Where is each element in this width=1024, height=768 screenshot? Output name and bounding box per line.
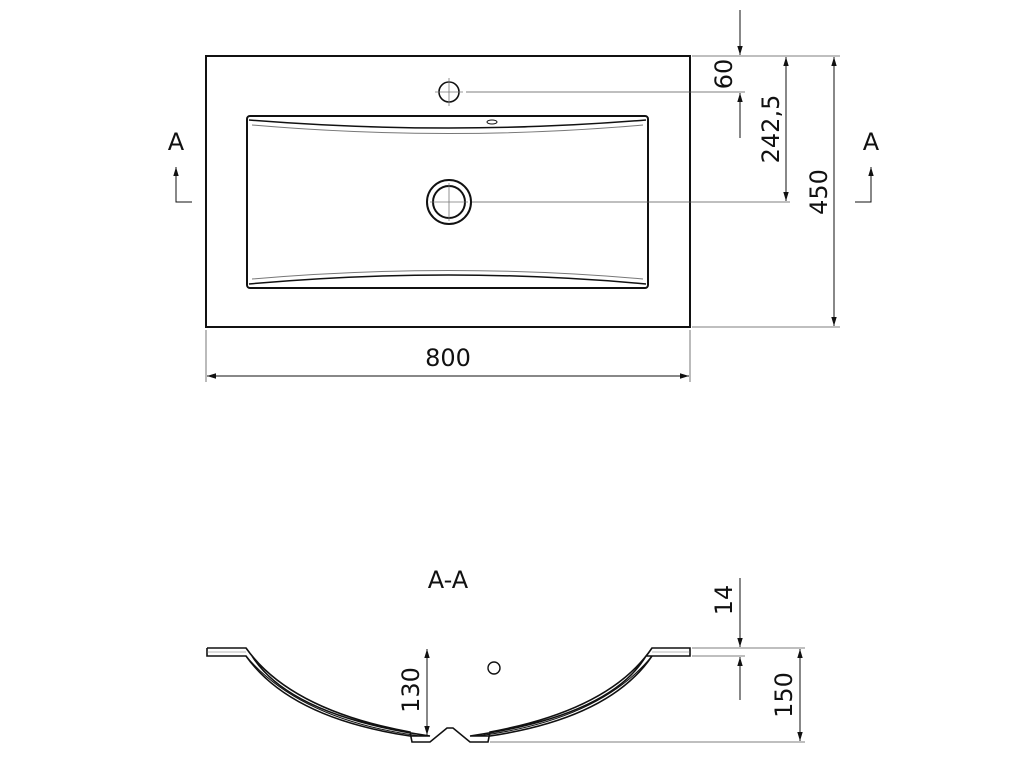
dim-depth-label: 450 — [805, 169, 833, 215]
section-profile — [206, 647, 691, 743]
bowl-curve-top — [248, 119, 647, 129]
dim-rim-label: 14 — [710, 585, 738, 616]
drain-outer — [426, 179, 472, 225]
dim-bowl-depth-label: 130 — [397, 667, 425, 713]
svg-text:A: A — [168, 128, 185, 156]
svg-text:A: A — [863, 128, 880, 156]
overflow-slot — [486, 119, 498, 125]
bowl-curve-bottom — [248, 274, 647, 285]
section-title: A-A — [428, 566, 469, 594]
overflow-hole — [487, 661, 501, 675]
dim-drain-label: 242,5 — [757, 95, 785, 164]
basin-outline — [205, 55, 691, 328]
section-view: A-A 14 130 150 — [206, 566, 805, 743]
section-marker-left: A — [168, 128, 192, 203]
dim-tap-label: 60 — [710, 59, 738, 90]
bowl-curve-top-inner — [251, 124, 644, 134]
bowl-curve-bottom-inner — [251, 270, 644, 280]
dim-width-label: 800 — [425, 344, 471, 372]
dim-total-height-label: 150 — [770, 672, 798, 718]
section-marker-right: A — [855, 128, 880, 203]
top-view: 800 450 242,5 60 A A — [168, 10, 880, 382]
